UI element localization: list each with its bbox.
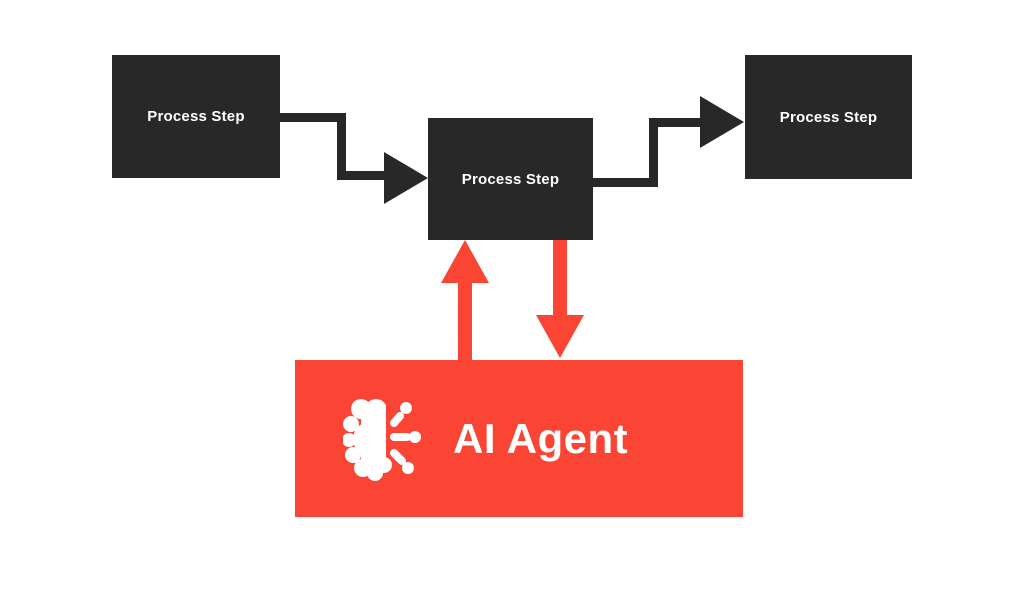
connector-segment (458, 281, 472, 360)
connector-segment (649, 118, 700, 127)
connector-segment (553, 240, 567, 317)
brain-circuit-icon (343, 396, 423, 481)
connector-segment (337, 113, 346, 180)
connector-segment (649, 118, 658, 187)
process-step-label: Process Step (147, 108, 245, 125)
connector-segment (280, 113, 346, 122)
process-step-box-3: Process Step (745, 55, 912, 179)
process-step-label: Process Step (461, 170, 560, 188)
connector-segment (593, 178, 658, 187)
ai-agent-box: AI Agent (295, 360, 743, 517)
arrowhead-up-icon (441, 240, 489, 283)
arrowhead-right-icon (384, 152, 428, 204)
arrowhead-right-icon (700, 96, 744, 148)
arrowhead-down-icon (536, 315, 584, 358)
process-step-box-1: Process Step (112, 55, 280, 178)
connector-segment (337, 171, 384, 180)
ai-agent-label: AI Agent (453, 414, 629, 462)
process-step-label: Process Step (779, 108, 878, 126)
process-step-box-2: Process Step (428, 118, 593, 240)
